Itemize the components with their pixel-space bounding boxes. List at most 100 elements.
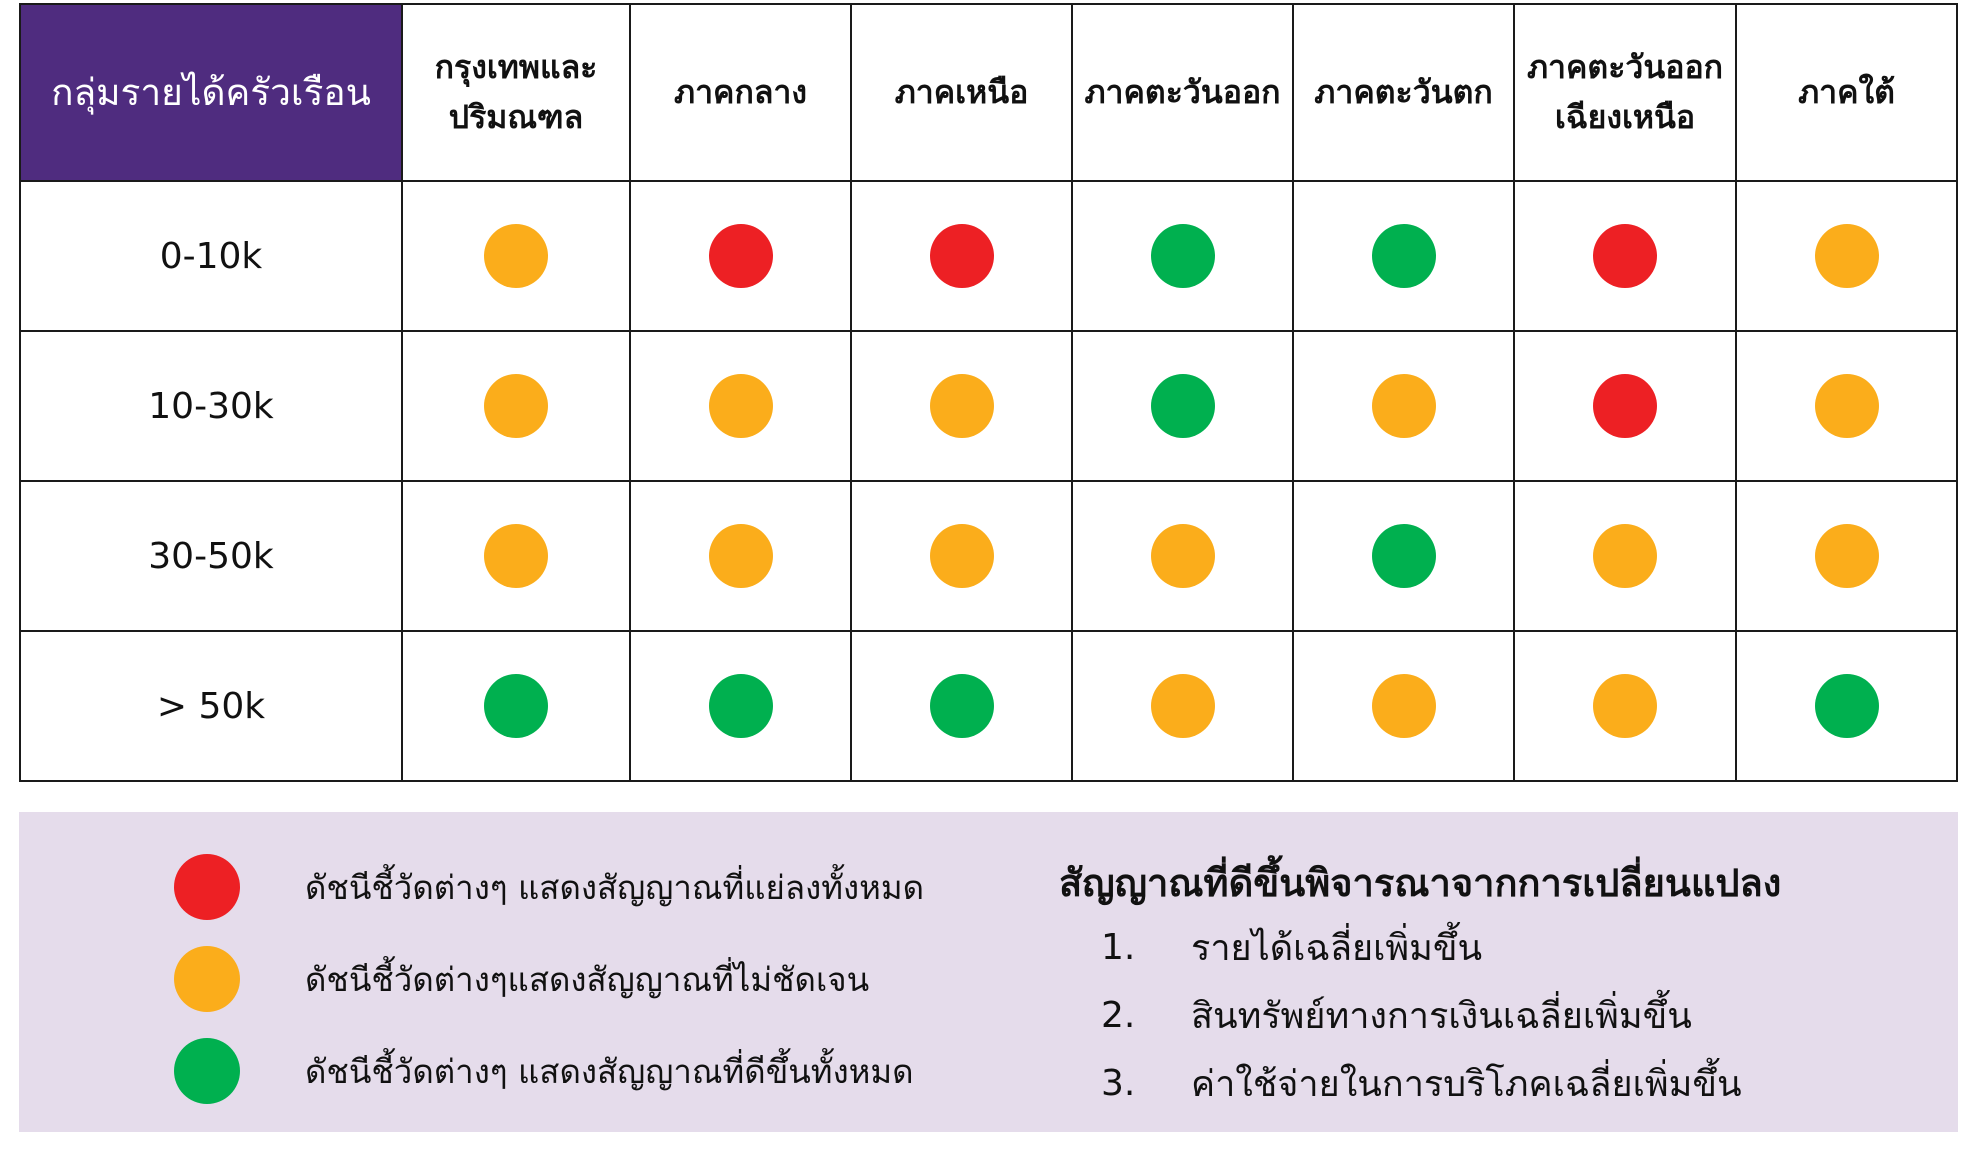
status-dot-amber xyxy=(1814,524,1879,588)
status-dot-amber xyxy=(1593,674,1657,738)
criteria-number: 2. xyxy=(1101,994,1136,1036)
legend-panel: ดัชนีชี้วัดต่างๆ แสดงสัญญาณที่แย่ลงทั้งห… xyxy=(19,812,1958,1132)
column-header-line1: กรุงเทพและ xyxy=(434,47,598,86)
column-header-line2: ปริมณฑล xyxy=(448,97,584,136)
status-dot-amber xyxy=(484,374,548,438)
status-dot-red xyxy=(1593,374,1657,438)
criteria-item: 3.ค่าใช้จ่ายในการบริโภคเฉลี่ยเพิ่มขึ้น xyxy=(1059,1049,1781,1117)
column-header-east: ภาคตะวันออก xyxy=(1071,3,1294,182)
row-label: 30-50k xyxy=(19,480,403,632)
column-header-central: ภาคกลาง xyxy=(629,3,852,182)
column-header-line2: เฉียงเหนือ xyxy=(1554,97,1696,136)
row-label: 10-30k xyxy=(19,330,403,482)
status-dot-amber xyxy=(929,524,994,588)
status-cell xyxy=(1071,630,1294,782)
legend-dot-red xyxy=(174,854,240,920)
status-dot-red xyxy=(1593,224,1657,288)
status-dot-amber xyxy=(1814,224,1879,288)
status-cell xyxy=(629,630,852,782)
column-header-south: ภาคใต้ xyxy=(1735,3,1958,182)
criteria-text: รายได้เฉลี่ยเพิ่มขึ้น xyxy=(1191,927,1483,969)
legend-item: ดัชนีชี้วัดต่างๆ แสดงสัญญาณที่แย่ลงทั้งห… xyxy=(174,852,924,922)
column-header-row: กลุ่มรายได้ครัวเรือน กรุงเทพและ ปริมณฑล … xyxy=(19,3,1958,182)
legend-text: ดัชนีชี้วัดต่างๆ แสดงสัญญาณที่ดีขึ้นทั้ง… xyxy=(305,1051,914,1091)
criteria-item: 1. รายได้เฉลี่ยเพิ่มขึ้น xyxy=(1059,913,1781,981)
status-cell xyxy=(1513,630,1737,782)
column-header-line1: ภาคตะวันออก xyxy=(1084,72,1281,111)
status-cell xyxy=(1071,180,1294,332)
status-dot-green xyxy=(708,674,773,738)
status-dot-green xyxy=(1150,224,1215,288)
row-label: 0-10k xyxy=(19,180,403,332)
status-dot-green xyxy=(929,674,994,738)
criteria-text: สินทรัพย์ทางการเงินเฉลี่ยเพิ่มขึ้น xyxy=(1191,995,1692,1037)
status-cell xyxy=(1292,630,1515,782)
table-row: 10-30k xyxy=(19,330,1958,482)
status-cell xyxy=(629,180,852,332)
criteria-item: 2. สินทรัพย์ทางการเงินเฉลี่ยเพิ่มขึ้น xyxy=(1059,981,1781,1049)
status-cell xyxy=(1071,480,1294,632)
status-cell xyxy=(850,330,1073,482)
status-dot-amber xyxy=(708,374,773,438)
table-row: > 50k xyxy=(19,630,1958,782)
legend-item: ดัชนีชี้วัดต่างๆแสดงสัญญาณที่ไม่ชัดเจน xyxy=(174,944,869,1014)
status-dot-green xyxy=(1150,374,1215,438)
table-row: 30-50k xyxy=(19,480,1958,632)
legend-text: ดัชนีชี้วัดต่างๆ แสดงสัญญาณที่แย่ลงทั้งห… xyxy=(305,867,925,907)
status-cell xyxy=(1513,180,1737,332)
criteria-block: สัญญาณที่ดีขึ้นพิจารณาจากการเปลี่ยนแปลง … xyxy=(1059,852,1781,1117)
status-cell xyxy=(629,330,852,482)
row-label: > 50k xyxy=(19,630,403,782)
status-dot-amber xyxy=(484,224,548,288)
column-header-line1: ภาคกลาง xyxy=(673,72,808,111)
status-dot-amber xyxy=(1150,524,1215,588)
status-dot-green xyxy=(1814,674,1879,738)
status-dot-red xyxy=(708,224,773,288)
status-cell xyxy=(850,480,1073,632)
column-header-northeast: ภาคตะวันออก เฉียงเหนือ xyxy=(1513,3,1737,182)
legend-dot-green xyxy=(174,1038,240,1104)
status-dot-amber xyxy=(1371,374,1436,438)
status-cell xyxy=(629,480,852,632)
column-header-line1: ภาคใต้ xyxy=(1798,72,1895,111)
status-cell xyxy=(1292,480,1515,632)
status-cell xyxy=(1292,180,1515,332)
legend-dot-amber xyxy=(174,946,240,1012)
column-header-line1: ภาคเหนือ xyxy=(894,72,1029,111)
legend-text: ดัชนีชี้วัดต่างๆแสดงสัญญาณที่ไม่ชัดเจน xyxy=(305,959,870,999)
status-cell xyxy=(401,330,631,482)
status-dot-amber xyxy=(929,374,994,438)
status-cell xyxy=(401,480,631,632)
column-header-north: ภาคเหนือ xyxy=(850,3,1073,182)
column-header-bangkok: กรุงเทพและ ปริมณฑล xyxy=(401,3,631,182)
legend-item: ดัชนีชี้วัดต่างๆ แสดงสัญญาณที่ดีขึ้นทั้ง… xyxy=(174,1036,914,1106)
status-cell xyxy=(850,180,1073,332)
criteria-number: 1. xyxy=(1101,926,1136,968)
status-cell xyxy=(850,630,1073,782)
status-cell xyxy=(1735,480,1958,632)
criteria-text: ค่าใช้จ่ายในการบริโภคเฉลี่ยเพิ่มขึ้น xyxy=(1191,1063,1742,1105)
column-header-line1: ภาคตะวันออก xyxy=(1526,47,1724,86)
status-cell xyxy=(1071,330,1294,482)
table-row: 0-10k xyxy=(19,180,1958,332)
criteria-list: 1. รายได้เฉลี่ยเพิ่มขึ้น 2. สินทรัพย์ทางการ… xyxy=(1059,913,1781,1117)
status-cell xyxy=(1292,330,1515,482)
status-dot-amber xyxy=(1814,374,1879,438)
status-dot-green xyxy=(1371,224,1436,288)
status-dot-green xyxy=(484,674,548,738)
status-dot-red xyxy=(929,224,994,288)
status-dot-green xyxy=(1371,524,1436,588)
status-cell xyxy=(1735,630,1958,782)
status-cell xyxy=(1513,480,1737,632)
status-cell xyxy=(1513,330,1737,482)
status-cell xyxy=(1735,330,1958,482)
column-header-west: ภาคตะวันตก xyxy=(1292,3,1515,182)
status-dot-amber xyxy=(1371,674,1436,738)
corner-label: กลุ่มรายได้ครัวเรือน xyxy=(19,3,403,182)
status-dot-amber xyxy=(1150,674,1215,738)
status-dot-amber xyxy=(484,524,548,588)
status-cell xyxy=(1735,180,1958,332)
status-matrix: กลุ่มรายได้ครัวเรือน กรุงเทพและ ปริมณฑล … xyxy=(19,3,1958,782)
status-dot-amber xyxy=(1593,524,1657,588)
